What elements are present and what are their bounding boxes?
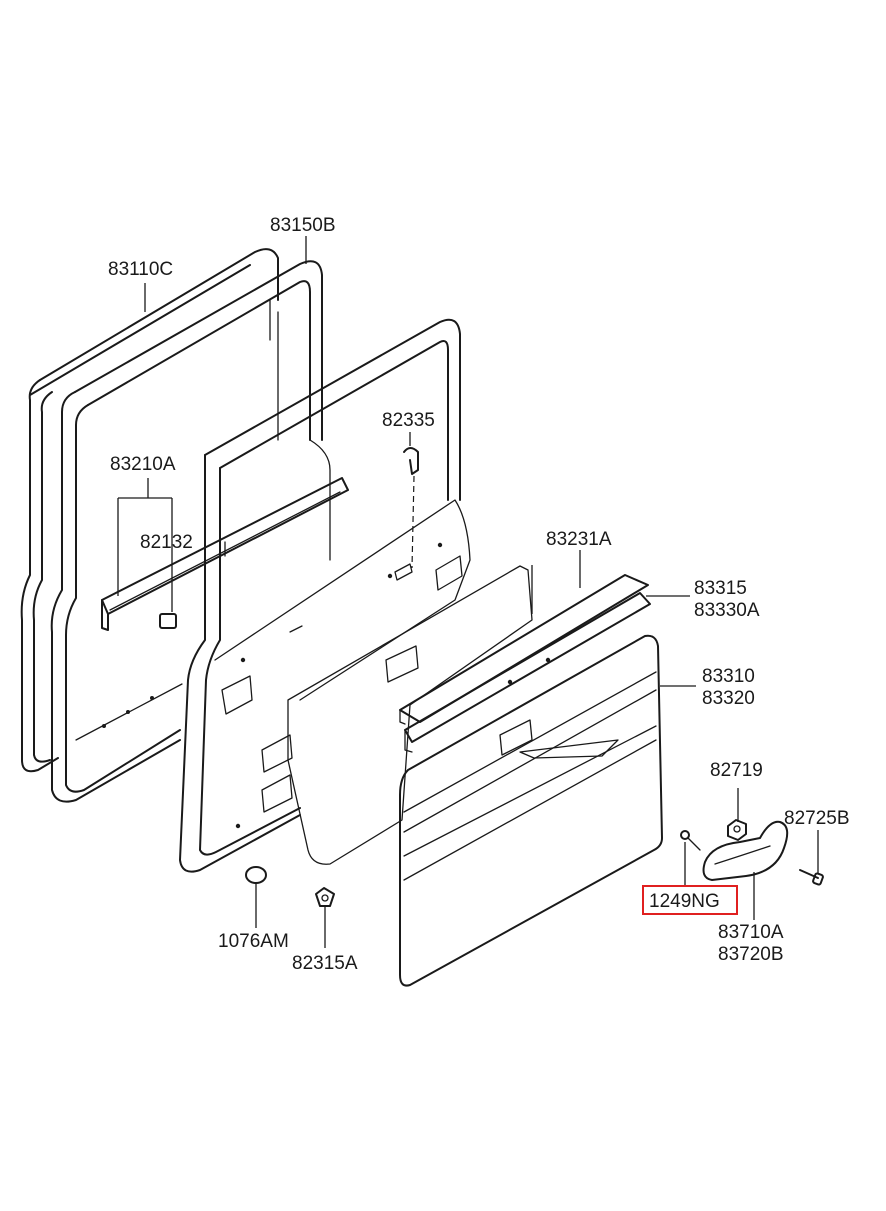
label-83110c[interactable]: 83110C [108,259,173,280]
belt-moulding-83231a[interactable] [399,574,651,753]
window-channel-83210a[interactable] [75,477,349,741]
label-82315a[interactable]: 82315A [292,953,358,974]
label-1076am[interactable]: 1076AM [218,931,289,952]
clip-82132[interactable] [159,613,177,629]
vapor-seal[interactable] [287,565,533,865]
door-trim-panel-83310[interactable] [399,634,663,987]
door-inner-panel[interactable] [214,499,471,829]
label-83320[interactable]: 83320 [702,688,755,709]
leader-lines [117,236,819,948]
label-83710a[interactable]: 83710A [718,922,784,943]
hook-82335[interactable] [403,447,419,569]
weatherstrip-83110c[interactable] [20,248,279,773]
label-83231a[interactable]: 83231A [546,529,612,550]
door-frame-seal[interactable] [179,318,461,873]
label-83150b[interactable]: 83150B [270,215,336,236]
plug-1076am[interactable] [245,866,267,884]
label-83210a[interactable]: 83210A [110,454,176,475]
weatherstrip-83150b[interactable] [50,260,331,803]
label-1249ng[interactable]: 1249NG [649,891,720,912]
highlight-box-1249ng [642,885,738,915]
label-83330a[interactable]: 83330A [694,600,760,621]
label-83310[interactable]: 83310 [702,666,755,687]
clip-82315a[interactable] [315,887,335,907]
label-82719[interactable]: 82719 [710,760,763,781]
label-82335[interactable]: 82335 [382,410,435,431]
nut-82719[interactable] [727,819,747,841]
label-82725b[interactable]: 82725B [784,808,850,829]
label-82132[interactable]: 82132 [140,532,193,553]
part-labels: 83110C 83150B 82335 83210A 82132 83231A … [108,215,850,974]
label-83315[interactable]: 83315 [694,578,747,599]
label-83720b[interactable]: 83720B [718,944,784,965]
armrest-83710a[interactable] [702,820,789,881]
screw-1249ng[interactable] [680,830,701,851]
screw-82725b[interactable] [799,869,824,886]
